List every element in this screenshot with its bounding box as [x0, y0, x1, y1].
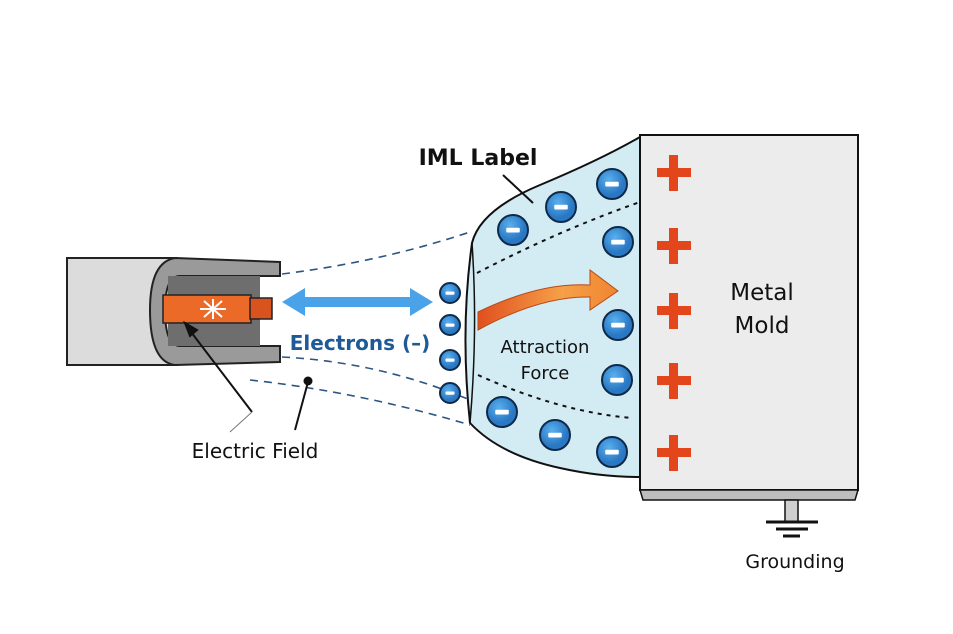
positive-charge-icon [657, 228, 691, 264]
electric-field-lines [249, 231, 471, 426]
attraction-label-line1: Attraction [501, 337, 590, 358]
metal-label-line2: Mold [735, 313, 790, 339]
positive-charge-icon [657, 363, 691, 399]
negative-charge-icon [439, 314, 461, 336]
negative-charge-icon [545, 191, 577, 223]
label-dotted-lines [476, 201, 641, 419]
iml-label-title: IML Label [419, 146, 538, 171]
negative-charge-icon [439, 382, 461, 404]
attraction-force-arrow [477, 269, 619, 331]
negative-charge-icon [602, 226, 634, 258]
electrostatic-gun [66, 256, 281, 367]
positive-charge-icon [657, 435, 691, 471]
double-arrow [282, 288, 433, 316]
negative-charge-icon [601, 364, 633, 396]
negative-charge-icon [439, 349, 461, 371]
electric-field-leaders [183, 320, 313, 433]
negative-charge-icon [596, 168, 628, 200]
positive-charge-group [657, 155, 691, 471]
electron-group [439, 168, 634, 468]
positive-charge-icon [657, 155, 691, 191]
iml-label-leader [502, 174, 534, 204]
positive-charge-icon [657, 293, 691, 329]
negative-charge-icon [602, 309, 634, 341]
attraction-label-line2: Force [521, 363, 570, 384]
grounding-label: Grounding [745, 551, 844, 573]
negative-charge-icon [539, 419, 571, 451]
ground-icon [766, 499, 818, 538]
spark-icon [200, 299, 226, 319]
electric-field-label: Electric Field [192, 439, 319, 463]
negative-charge-icon [497, 214, 529, 246]
negative-charge-icon [486, 396, 518, 428]
negative-charge-icon [596, 436, 628, 468]
metal-label-line1: Metal [730, 280, 794, 306]
negative-charge-icon [439, 282, 461, 304]
electrons-label: Electrons (–) [290, 331, 431, 355]
